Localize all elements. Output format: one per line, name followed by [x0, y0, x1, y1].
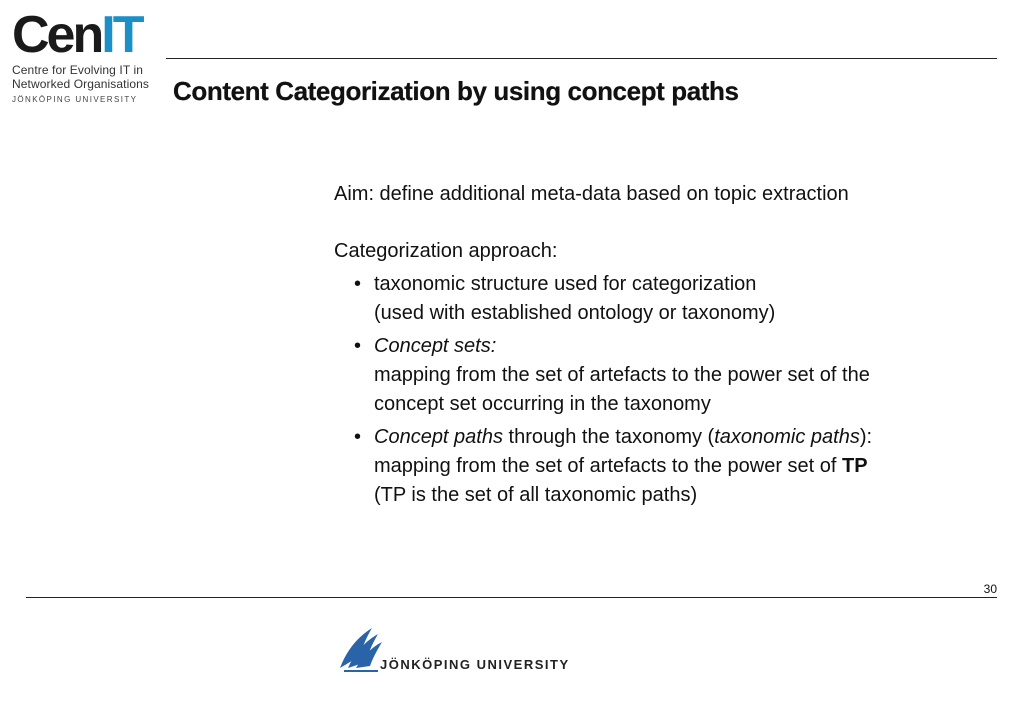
aim-text: Aim: define additional meta-data based o… — [334, 183, 849, 205]
italic-term: Concept paths — [374, 426, 503, 448]
logo-subtitle-line1: Centre for Evolving IT in — [12, 63, 144, 77]
bullet-text: ): — [859, 426, 873, 448]
bullet-text: (TP is the set of all taxonomic paths) — [374, 484, 698, 506]
bullet-heading: Concept paths through the taxonomy (taxo… — [374, 423, 994, 452]
logo-wordmark: CenIT — [12, 9, 167, 61]
bullet-item: • Concept sets: mapping from the set of … — [334, 332, 994, 419]
bullet-text: mapping from the set of artefacts to the… — [374, 455, 843, 477]
page-number: 30 — [983, 582, 997, 596]
bullet-marker: • — [354, 273, 362, 295]
slide-body: Aim: define additional meta-data based o… — [334, 180, 994, 514]
logo-subtitle: Centre for Evolving IT in Networked Orga… — [12, 63, 167, 91]
bullet-text: (used with established ontology or taxon… — [374, 302, 776, 324]
footer-divider — [26, 597, 997, 598]
cenit-logo: CenIT Centre for Evolving IT in Networke… — [12, 9, 167, 104]
bullet-list: • taxonomic structure used for categoriz… — [334, 270, 994, 510]
slide-title: Content Categorization by using concept … — [173, 76, 739, 106]
logo-brand-accent: IT — [101, 6, 144, 64]
logo-subtitle-line2: Networked Organisations — [12, 77, 150, 91]
bullet-text: mapping from the set of artefacts to the… — [374, 364, 870, 386]
bold-term: TP — [842, 455, 868, 477]
header-divider — [166, 58, 997, 59]
bullet-item: • Concept paths through the taxonomy (ta… — [334, 423, 994, 510]
bullet-marker: • — [354, 426, 362, 448]
university-emblem-icon — [340, 628, 382, 672]
bullet-marker: • — [354, 335, 362, 357]
bullet-text: through the taxonomy ( — [502, 426, 715, 448]
bullet-heading: Concept sets: — [374, 335, 497, 357]
footer-university-name: JÖNKÖPING UNIVERSITY — [380, 657, 570, 672]
bullet-text: taxonomic structure used for categorizat… — [374, 273, 757, 295]
bullet-text: concept set occurring in the taxonomy — [374, 393, 711, 415]
italic-term: taxonomic paths — [714, 426, 860, 448]
bullet-item: • taxonomic structure used for categoriz… — [334, 270, 994, 328]
logo-brand-main: Cen — [12, 6, 104, 64]
logo-university: JÖNKÖPING UNIVERSITY — [12, 95, 138, 104]
approach-heading: Categorization approach: — [334, 240, 558, 262]
